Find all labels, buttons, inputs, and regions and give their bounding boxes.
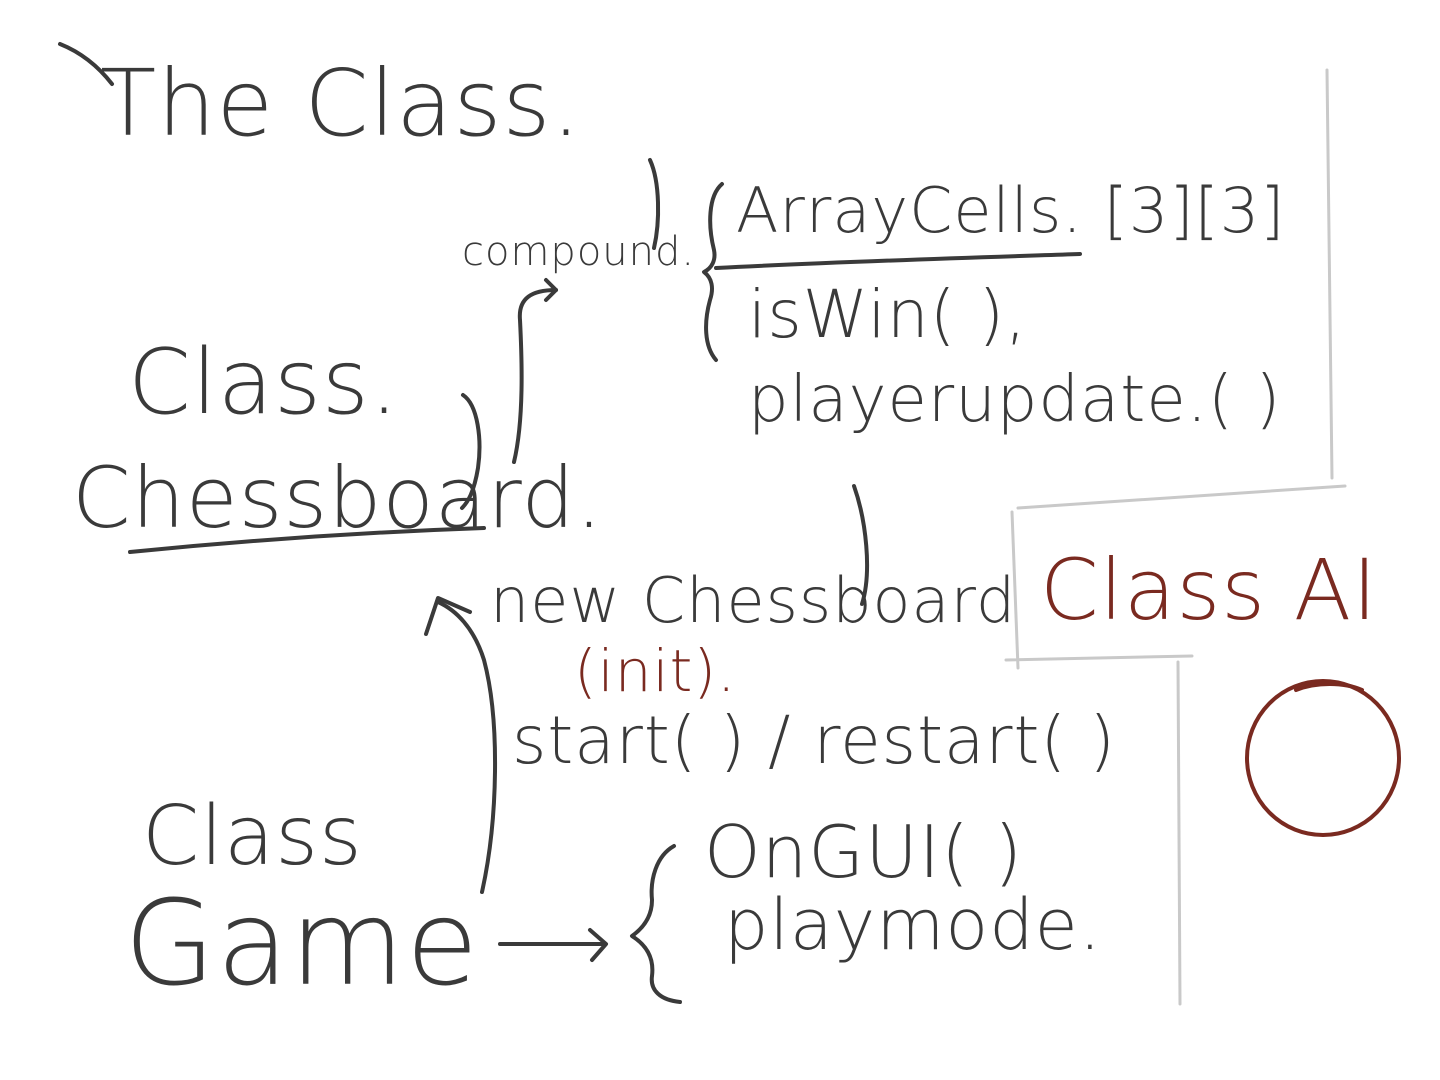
ai-circle-overlap — [1294, 682, 1364, 692]
frame-bottom-vertical — [1176, 660, 1182, 1006]
frame-ai-left — [1010, 510, 1020, 670]
chessboard-class-name: Chessboard. — [72, 449, 604, 547]
frame-right-vertical — [1325, 68, 1334, 480]
fields-separator — [714, 252, 1082, 270]
compound-curve-arrow — [512, 288, 558, 464]
lifecycle-methods: start( ) / restart( ) — [512, 702, 1116, 779]
frame-ai-bottom — [1004, 654, 1194, 662]
page-title: The Class. — [100, 50, 582, 157]
game-members-arrowhead — [588, 928, 608, 962]
compound-brace — [648, 158, 661, 250]
chessboard-method-iswin: isWin( ), — [748, 276, 1028, 353]
compound-label: compound. — [462, 229, 696, 275]
game-class-name: Game — [124, 874, 480, 1012]
compound-arrowhead — [544, 278, 558, 302]
game-to-chessboard-arrow — [436, 600, 497, 894]
ai-circle — [1245, 679, 1401, 837]
compound-connector — [460, 393, 482, 510]
chessboard-underline — [128, 526, 486, 554]
game-to-chessboard-arrowhead — [424, 596, 472, 636]
ai-class-label: Class AI — [1040, 541, 1378, 639]
chessboard-field: ArrayCells. [3][3] — [736, 174, 1286, 247]
chessboard-class-label: Class. — [128, 330, 400, 435]
game-member-ongui: OnGUI( ) — [704, 810, 1024, 894]
init-connector — [852, 484, 870, 606]
title-stroke — [58, 42, 114, 86]
init-note: (init). — [574, 637, 737, 705]
game-member-playmode: playmode. — [724, 884, 1102, 966]
chessboard-members-brace — [702, 182, 724, 362]
game-members-brace — [630, 844, 682, 1004]
frame-top-horizontal — [1016, 484, 1347, 510]
new-chessboard-call: new Chessboard — [490, 564, 1017, 637]
game-class-label: Class — [142, 789, 363, 884]
chessboard-method-playerupdate: playerupdate.( ) — [748, 363, 1282, 437]
